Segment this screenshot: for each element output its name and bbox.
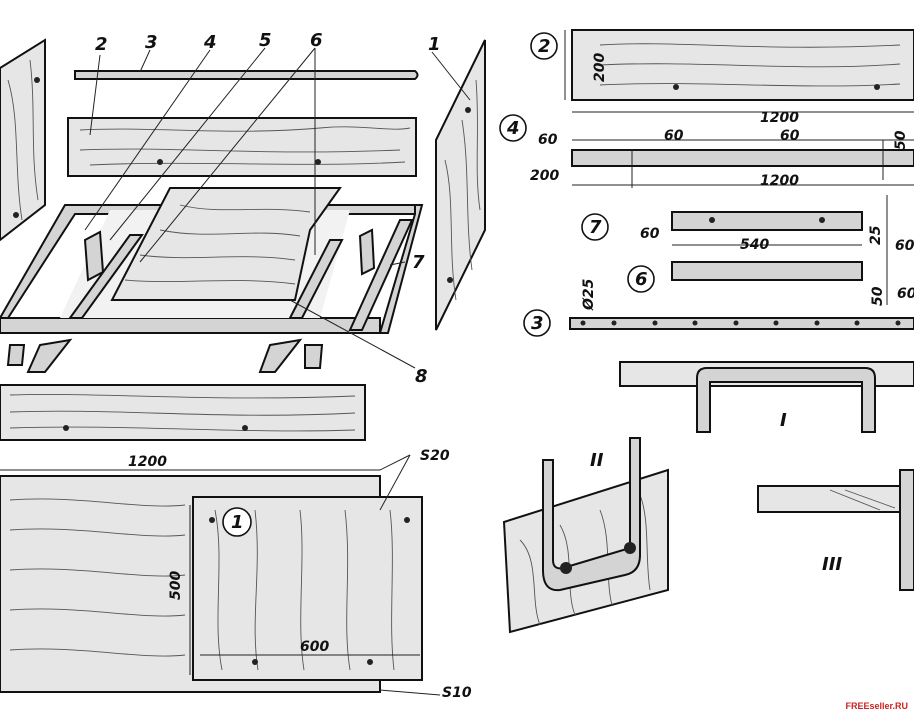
view-label-III: III — [822, 554, 842, 575]
callout-6: 6 — [310, 30, 323, 51]
detail-part-7 — [671, 195, 888, 255]
callout-4: 4 — [203, 32, 217, 53]
dim-540: 540 — [740, 237, 769, 253]
callout-7: 7 — [412, 252, 425, 273]
dimension-lines-left — [0, 454, 441, 696]
dim-1200-part4: 1200 — [760, 173, 799, 189]
watermark-logo: FREEseller.RU — [845, 701, 908, 711]
dim-25-part7: 25 — [868, 225, 884, 245]
dim-60-part7-right: 60 — [895, 238, 914, 254]
label-s20: S20 — [420, 448, 450, 464]
detail-part-3-rod — [569, 317, 914, 330]
dim-60-part6-right: 60 — [897, 286, 914, 302]
dim-50-part6: 50 — [870, 286, 886, 306]
view-I-handle — [619, 361, 914, 433]
part-label-7: 7 — [589, 217, 602, 238]
detail-part-6 — [671, 255, 888, 305]
dim-60-part7: 60 — [640, 226, 660, 242]
detail-part-2 — [564, 29, 914, 113]
right-side-panel-part-1 — [435, 39, 486, 331]
callout-5: 5 — [259, 30, 272, 51]
rod-part-3 — [74, 70, 419, 80]
left-side-panel — [0, 38, 46, 242]
dim-1200-part2: 1200 — [760, 110, 799, 126]
dim-60-c: 60 — [780, 128, 800, 144]
label-s10: S10 — [442, 685, 472, 701]
leader-lines — [84, 47, 471, 369]
part-label-4: 4 — [506, 118, 520, 139]
front-board — [0, 384, 366, 441]
dim-60-b: 60 — [664, 128, 684, 144]
panel-part-1-detail — [192, 496, 423, 681]
dim-50-part4: 50 — [893, 130, 909, 150]
dim-200-part2: 200 — [592, 53, 608, 82]
part-label-1: 1 — [231, 512, 244, 533]
bottom-plate-part-8 — [110, 187, 342, 301]
detail-part-4 — [571, 139, 914, 188]
view-label-I: I — [780, 410, 787, 431]
top-board-part-2 — [67, 117, 417, 177]
view-label-II: II — [590, 450, 604, 471]
callout-8: 8 — [415, 366, 428, 387]
dim-600: 600 — [300, 639, 329, 655]
dim-500: 500 — [168, 571, 184, 600]
view-III-joint — [757, 469, 914, 591]
callout-3: 3 — [145, 32, 158, 53]
slats — [68, 219, 414, 331]
part-label-2: 2 — [538, 36, 551, 57]
dim-200-part4: 200 — [530, 168, 559, 184]
small-brackets — [6, 338, 324, 373]
dim-60-a: 60 — [538, 132, 558, 148]
dim-d25: Ø25 — [581, 278, 597, 311]
dim-1200-main: 1200 — [128, 454, 167, 470]
part-label-6: 6 — [635, 269, 648, 290]
view-II-bracket — [502, 437, 669, 634]
callout-1: 1 — [428, 34, 441, 55]
callout-2: 2 — [95, 34, 108, 55]
part-label-3: 3 — [531, 313, 544, 334]
